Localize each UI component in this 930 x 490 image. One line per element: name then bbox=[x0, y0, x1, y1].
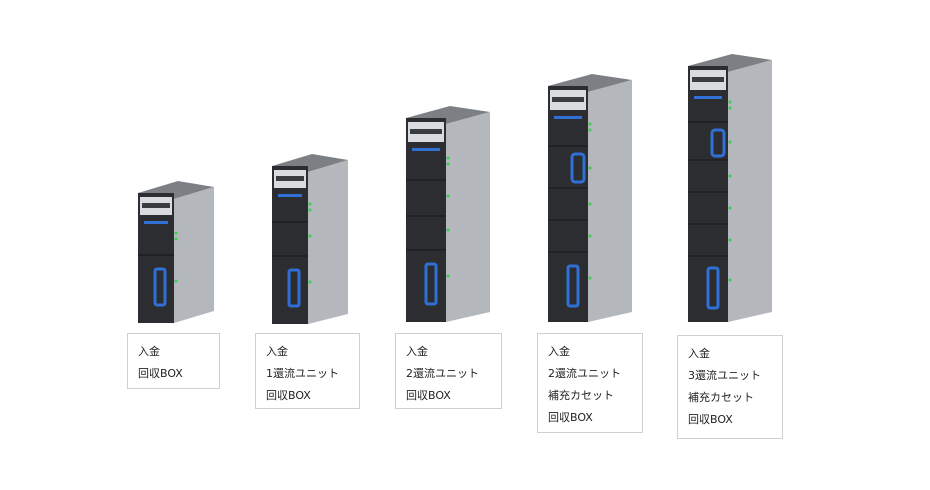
machine-illustration bbox=[138, 181, 214, 323]
machine-side-panel bbox=[588, 80, 632, 322]
status-led bbox=[446, 156, 450, 160]
status-led bbox=[174, 279, 178, 283]
note-slot-opening bbox=[552, 97, 584, 102]
status-led bbox=[588, 202, 592, 206]
caption-line: 回収BOX bbox=[406, 389, 451, 402]
refill-cassette-handle bbox=[570, 152, 586, 184]
note-slot-opening bbox=[692, 77, 724, 82]
config-caption-5: 入金 3還流ユニット 補充カセット 回収BOX bbox=[677, 335, 783, 439]
caption-line: 補充カセット bbox=[548, 389, 614, 402]
status-led bbox=[728, 100, 732, 104]
status-led bbox=[308, 202, 312, 206]
status-led bbox=[446, 274, 450, 278]
machine-illustration bbox=[272, 154, 348, 324]
machine-image-5 bbox=[682, 48, 782, 326]
cassette-handle bbox=[287, 268, 301, 308]
caption-line: 3還流ユニット bbox=[688, 369, 761, 382]
status-led bbox=[588, 234, 592, 238]
config-caption-3: 入金 2還流ユニット 回収BOX bbox=[395, 333, 502, 409]
cassette-handle bbox=[566, 264, 580, 308]
note-slot-opening bbox=[142, 203, 170, 208]
caption-line: 2還流ユニット bbox=[548, 367, 621, 380]
entry-light bbox=[554, 116, 582, 119]
status-led bbox=[308, 280, 312, 284]
status-led bbox=[308, 208, 312, 212]
status-led bbox=[308, 234, 312, 238]
status-led bbox=[728, 174, 732, 178]
entry-light bbox=[412, 148, 440, 151]
status-led bbox=[174, 237, 178, 241]
caption-line: 入金 bbox=[548, 345, 570, 358]
status-led bbox=[588, 128, 592, 132]
caption-line: 入金 bbox=[266, 345, 288, 358]
caption-line: 1還流ユニット bbox=[266, 367, 339, 380]
caption-line: 回収BOX bbox=[548, 411, 593, 424]
machine-image-2 bbox=[264, 148, 359, 328]
cassette-handle bbox=[424, 262, 438, 306]
status-led bbox=[446, 194, 450, 198]
status-led bbox=[728, 238, 732, 242]
caption-line: 回収BOX bbox=[688, 413, 733, 426]
note-slot-opening bbox=[410, 129, 442, 134]
status-led bbox=[728, 278, 732, 282]
caption-line: 補充カセット bbox=[688, 391, 754, 404]
machine-illustration bbox=[548, 74, 632, 322]
machine-image-1 bbox=[130, 175, 225, 325]
entry-light bbox=[278, 194, 302, 197]
machine-side-panel bbox=[728, 60, 772, 322]
caption-line: 入金 bbox=[138, 345, 160, 358]
cassette-handle bbox=[153, 267, 167, 307]
machine-image-4 bbox=[542, 68, 642, 326]
status-led bbox=[446, 228, 450, 232]
entry-light bbox=[694, 96, 722, 99]
machine-side-panel bbox=[308, 160, 348, 324]
caption-line: 回収BOX bbox=[138, 367, 183, 380]
caption-line: 入金 bbox=[406, 345, 428, 358]
machine-side-panel bbox=[174, 187, 214, 323]
config-caption-4: 入金 2還流ユニット 補充カセット 回収BOX bbox=[537, 333, 643, 433]
caption-line: 入金 bbox=[688, 347, 710, 360]
status-led bbox=[588, 166, 592, 170]
cassette-handle bbox=[706, 266, 720, 310]
status-led bbox=[446, 162, 450, 166]
machine-image-3 bbox=[400, 100, 500, 325]
machine-illustration bbox=[688, 54, 772, 322]
refill-cassette-handle bbox=[710, 128, 726, 158]
caption-line: 回収BOX bbox=[266, 389, 311, 402]
caption-line: 2還流ユニット bbox=[406, 367, 479, 380]
config-caption-1: 入金 回収BOX bbox=[127, 333, 220, 389]
config-caption-2: 入金 1還流ユニット 回収BOX bbox=[255, 333, 360, 409]
entry-light bbox=[144, 221, 168, 224]
status-led bbox=[174, 231, 178, 235]
machine-illustration bbox=[406, 106, 490, 322]
note-slot-opening bbox=[276, 176, 304, 181]
status-led bbox=[588, 276, 592, 280]
status-led bbox=[588, 122, 592, 126]
status-led bbox=[728, 206, 732, 210]
machine-side-panel bbox=[446, 112, 490, 322]
status-led bbox=[728, 106, 732, 110]
status-led bbox=[728, 140, 732, 144]
